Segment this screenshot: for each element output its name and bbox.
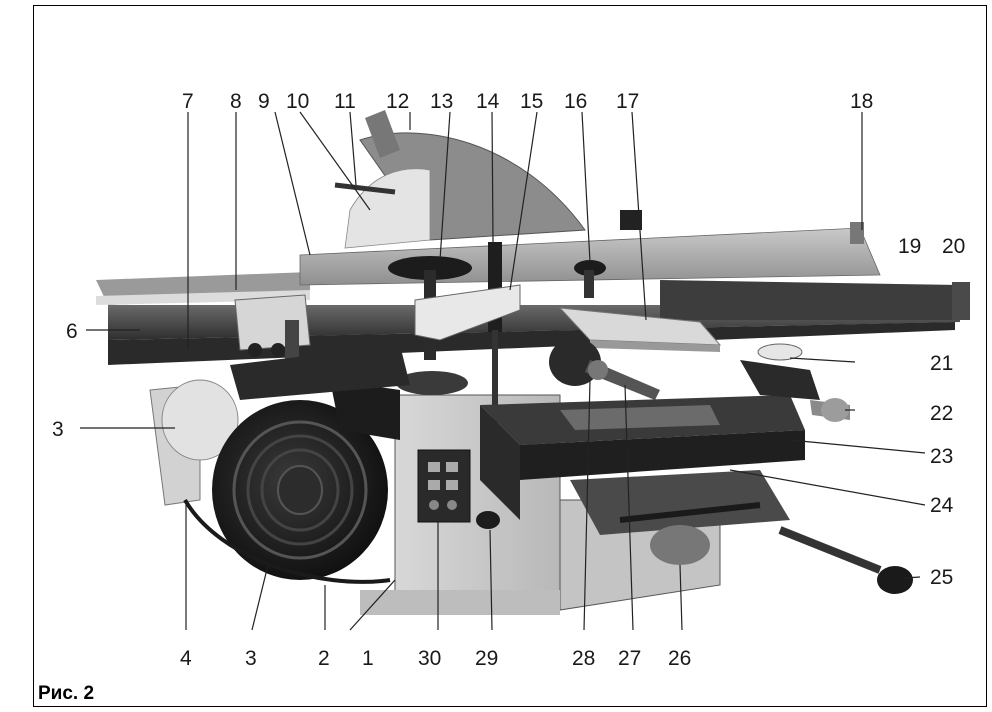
callout-label: 19 [898,235,921,258]
callout-label: 28 [572,647,595,670]
callout-label: 3 [245,647,257,670]
callout-label: 20 [942,235,965,258]
callout-label: 9 [258,90,270,113]
callout-label: 8 [230,90,242,113]
callout-label: 23 [930,445,953,468]
callout-label: 18 [850,90,873,113]
callout-label: 10 [286,90,309,113]
callout-label: 21 [930,352,953,375]
callout-label: 11 [334,90,356,113]
callout-label: 17 [616,90,639,113]
callout-label: 24 [930,494,954,517]
fence-bracket [234,294,311,360]
callout-label: 7 [182,90,194,113]
extension-table [660,280,970,320]
callout-label: 30 [418,647,441,670]
workpiece [558,307,722,352]
callout-label: 16 [564,90,587,113]
callout-label: 15 [520,90,543,113]
callout-label: 29 [475,647,498,670]
callout-label: 1 [362,647,374,670]
callout-label: 14 [476,90,500,113]
callout-label: 4 [180,647,192,670]
hold-down-clamp [388,256,606,395]
callout-label: 12 [386,90,409,113]
blade-guard [344,110,642,249]
mortising-table [480,395,805,520]
figure-caption: Рис. 2 [38,683,95,704]
callout-label: 22 [930,402,953,425]
callout-labels: 1 2 3 3 4 6 7 8 9 10 11 12 13 14 15 16 1… [52,90,965,670]
spindle [549,338,660,400]
callout-label: 25 [930,566,953,589]
leader-lines [80,111,926,631]
figure-frame [33,5,987,707]
motor [149,345,410,584]
callout-label: 3 [52,418,64,441]
control-panel [417,449,500,529]
cross-slide [570,470,913,594]
callout-label: 13 [430,90,453,113]
callout-label: 6 [66,320,78,343]
callout-label: 26 [668,647,691,670]
callout-label: 27 [618,647,641,670]
callout-label: 2 [318,647,330,670]
right-knobs [740,343,850,422]
